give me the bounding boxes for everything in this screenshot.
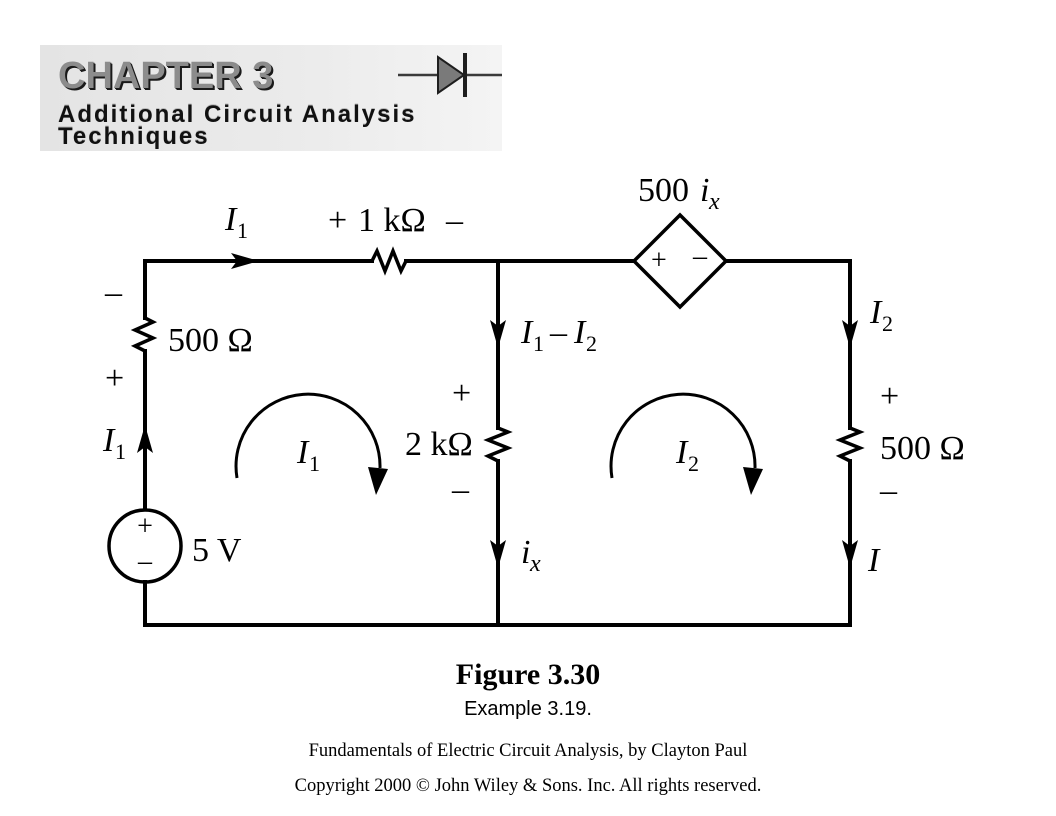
- voltage-source-value: 5 V: [192, 532, 242, 569]
- resistor-left-symbol: [130, 316, 158, 353]
- current-subscript-b: 2: [586, 331, 597, 356]
- chapter-header: CHAPTER 3 Additional Circuit Analysis Te…: [40, 45, 502, 151]
- mesh-arrowhead-right: [743, 467, 763, 495]
- resistor-left-plus: +: [105, 360, 124, 397]
- resistor-top-plus: +: [328, 202, 347, 239]
- copyright-notice: Copyright 2000 © John Wiley & Sons. Inc.…: [295, 776, 762, 796]
- resistor-right-plus: +: [880, 378, 899, 415]
- current-symbol: I: [869, 294, 883, 331]
- current-arrow-right-upper: [842, 320, 858, 348]
- resistor-middle-value: 2 kΩ: [405, 426, 473, 463]
- dependent-source-minus: –: [692, 241, 708, 272]
- chapter-subtitle-line2: Techniques: [58, 123, 210, 150]
- current-subscript: 1: [237, 218, 248, 243]
- resistor-middle-minus: –: [451, 471, 470, 508]
- mesh-label-right: I2: [675, 434, 699, 476]
- current-symbol: i: [521, 534, 530, 571]
- resistor-middle-plus: +: [452, 375, 471, 412]
- dependent-source-gain: 500: [638, 172, 689, 209]
- current-subscript: x: [529, 551, 541, 577]
- current-subscript: 2: [882, 311, 893, 336]
- current-label-right-bottom: I: [867, 542, 881, 579]
- current-symbol: I: [224, 201, 238, 238]
- current-symbol: I: [102, 422, 116, 459]
- mesh-arrow-left: [234, 392, 382, 479]
- resistor-left-value: 500 Ω: [168, 322, 253, 359]
- dependent-voltage-source-symbol: [631, 212, 729, 310]
- current-label-left: I1: [102, 422, 126, 464]
- current-subscript: 1: [115, 439, 126, 464]
- mesh-symbol: I: [296, 434, 310, 471]
- current-arrow-top: [231, 253, 259, 269]
- dependent-source-label: 500 ix: [638, 172, 720, 215]
- current-label-middle-bottom: ix: [521, 534, 541, 577]
- chapter-title: CHAPTER 3: [58, 55, 274, 97]
- resistor-middle-symbol: [483, 426, 513, 463]
- resistor-left-minus: –: [104, 274, 123, 311]
- current-arrow-middle-upper: [490, 320, 506, 348]
- mesh-subscript: 1: [309, 451, 320, 476]
- current-operator: –: [549, 314, 568, 351]
- current-subscript-a: 1: [533, 331, 544, 356]
- resistor-right-symbol: [835, 426, 865, 463]
- mesh-subscript: 2: [688, 451, 699, 476]
- book-source: Fundamentals of Electric Circuit Analysi…: [309, 741, 748, 761]
- example-caption: Example 3.19.: [464, 698, 592, 720]
- mesh-arrowhead-left: [368, 467, 388, 495]
- mesh-arrow-right: [609, 392, 757, 479]
- mesh-symbol: I: [675, 434, 689, 471]
- resistor-top-value: 1 kΩ: [358, 202, 426, 239]
- current-arrow-middle-lower: [490, 540, 506, 568]
- dependent-source-control-sub: x: [708, 189, 720, 215]
- current-symbol-a: I: [520, 314, 534, 351]
- resistor-right-value: 500 Ω: [880, 430, 965, 467]
- current-label-right: I2: [869, 294, 893, 336]
- mesh-label-left: I1: [296, 434, 320, 476]
- current-label-middle: I1–I2: [520, 314, 597, 356]
- voltage-source-minus: –: [137, 546, 153, 577]
- current-arrow-left: [137, 425, 153, 453]
- voltage-source-plus: +: [137, 511, 153, 542]
- resistor-top-minus: –: [445, 202, 464, 239]
- dependent-source-plus: +: [651, 245, 667, 276]
- resistor-right-minus: –: [879, 472, 898, 509]
- chapter-subtitle-line1: Additional Circuit Analysis: [58, 101, 417, 128]
- diode-icon: [398, 53, 502, 97]
- current-label-top: I1: [224, 201, 248, 243]
- resistor-top-symbol: [370, 246, 408, 276]
- dependent-source-control-var: i: [700, 172, 709, 209]
- current-arrow-right-lower: [842, 540, 858, 568]
- current-symbol-b: I: [573, 314, 587, 351]
- figure-caption: Figure 3.30: [456, 658, 600, 691]
